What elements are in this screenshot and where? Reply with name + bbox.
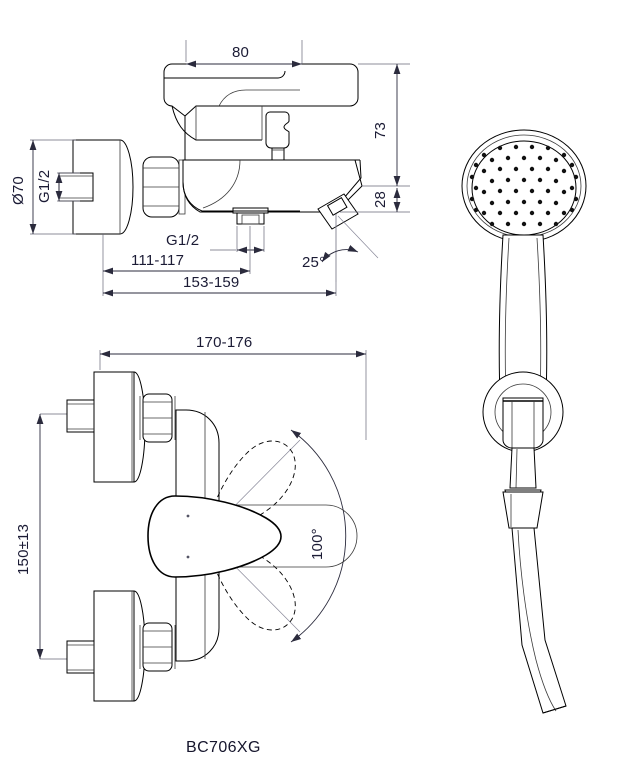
dimension-73-label: 73 — [372, 122, 389, 139]
front-lower-inlet — [66, 590, 176, 702]
dimension-111-117: 111-117 — [102, 226, 251, 275]
dimension-25-degrees-label: 25° — [302, 254, 325, 271]
dimension-g12-inlet-label: G1/2 — [36, 170, 53, 203]
front-upper-inlet — [66, 371, 176, 483]
front-lever-ghost-down — [205, 537, 296, 631]
hose-cone-connector — [502, 489, 544, 529]
shower-spray-holes — [469, 144, 579, 227]
dimension-g12-outlet-label: G1/2 — [166, 232, 199, 249]
dimension-100-degrees: 100° — [204, 429, 347, 643]
shower-wall-bracket — [482, 371, 564, 453]
front-lever-ghost-up — [205, 440, 296, 534]
side-union-nut — [142, 156, 186, 218]
front-elevation-view: 170-176 150±13 — [15, 334, 367, 702]
front-lower-nut — [139, 622, 176, 672]
hand-shower-view — [461, 129, 587, 714]
dimension-28-label: 28 — [372, 191, 389, 208]
dimension-111-117-label: 111-117 — [131, 252, 184, 269]
dimension-150-pm-13-label: 150±13 — [15, 524, 32, 575]
dimension-153-159-label: 153-159 — [183, 274, 239, 291]
side-elevation-view: 80 73 28 Ø70 G1/2 — [10, 40, 410, 297]
flexible-hose — [511, 527, 567, 714]
dimension-diameter-70-label: Ø70 — [10, 176, 27, 205]
shower-stem — [509, 447, 537, 489]
dimension-80: 80 — [185, 40, 303, 68]
side-escutcheon — [58, 139, 134, 235]
dimension-73: 73 — [358, 63, 410, 187]
part-number-label: BC706XG — [186, 739, 261, 756]
front-lever-handle — [147, 495, 282, 578]
shower-head — [461, 129, 587, 243]
dimension-g12-inlet: G1/2 — [36, 170, 80, 203]
dimension-diameter-70: Ø70 — [10, 139, 76, 235]
dimension-80-label: 80 — [232, 44, 249, 61]
side-spout-nozzle — [317, 193, 359, 230]
side-body — [163, 63, 363, 230]
dimension-28: 28 — [340, 188, 410, 213]
side-shower-outlet — [232, 207, 269, 225]
dimension-170-176: 170-176 — [99, 334, 367, 440]
front-upper-nut — [139, 393, 176, 443]
side-diverter-knob — [265, 111, 290, 161]
dimension-100-degrees-label: 100° — [309, 528, 326, 560]
front-lever-ghost-right — [218, 504, 358, 568]
dimension-25-degrees: 25° — [302, 214, 379, 282]
dimension-170-176-label: 170-176 — [196, 334, 252, 351]
dimension-g12-outlet: G1/2 — [166, 226, 265, 254]
